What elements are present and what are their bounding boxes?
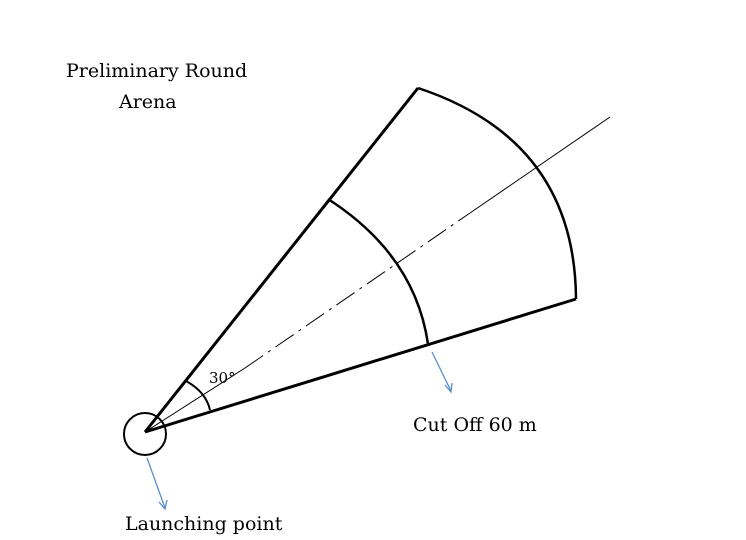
sector-left-boundary	[143, 87, 420, 433]
title-line-2: Arena	[119, 91, 177, 113]
sector-right-boundary	[144, 297, 577, 434]
angle-arc	[185, 380, 211, 411]
cutoff-label: Cut Off 60 m	[413, 414, 537, 436]
outer-arc	[417, 86, 578, 300]
launching-point-circle	[123, 412, 167, 456]
sector-center-line-near	[144, 367, 246, 433]
angle-label: 30°	[209, 369, 236, 387]
sector-center-line-dashed	[244, 212, 471, 369]
launch-pointer-arrow	[146, 457, 168, 511]
sector-center-line-far	[469, 116, 611, 214]
cutoff-pointer-arrow	[431, 351, 453, 394]
title-line-1: Preliminary Round	[66, 60, 248, 82]
cutoff-arc	[327, 197, 430, 345]
launching-point-label: Launching point	[125, 513, 283, 535]
